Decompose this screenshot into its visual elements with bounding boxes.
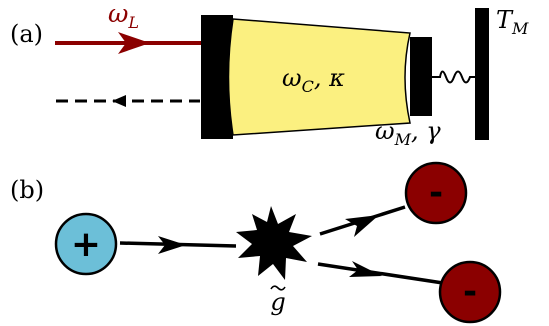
panel-a-label: (a) <box>10 20 43 48</box>
cavity-parameters-label: ωC, κ <box>282 64 345 96</box>
negative-particle-bottom <box>438 260 502 324</box>
negative-sign-bottom: - <box>463 272 477 312</box>
panel-b-label: (b) <box>10 176 44 204</box>
outgoing-propagator-lower <box>317 261 444 285</box>
output-field-arrow <box>56 95 200 107</box>
coupling-label: g <box>270 288 285 316</box>
laser-input-arrow <box>55 32 201 54</box>
interaction-vertex <box>236 206 312 280</box>
negative-particle-top <box>404 161 468 225</box>
optical-cavity <box>227 18 411 136</box>
positive-particle <box>54 212 118 276</box>
bath-temperature-label: TM <box>496 6 529 38</box>
mechanical-parameters-label: ωM, γ <box>375 117 441 149</box>
thermal-bath-wall <box>475 8 489 140</box>
positive-sign: + <box>71 224 101 265</box>
laser-frequency-label: ωL <box>108 0 139 32</box>
input-mirror <box>201 15 233 139</box>
tilde-icon <box>270 285 286 291</box>
mechanical-mirror <box>410 37 432 116</box>
negative-sign-top: - <box>429 173 443 213</box>
outgoing-propagator-upper <box>319 205 406 237</box>
spring-icon <box>432 70 475 84</box>
incoming-propagator <box>119 236 237 254</box>
